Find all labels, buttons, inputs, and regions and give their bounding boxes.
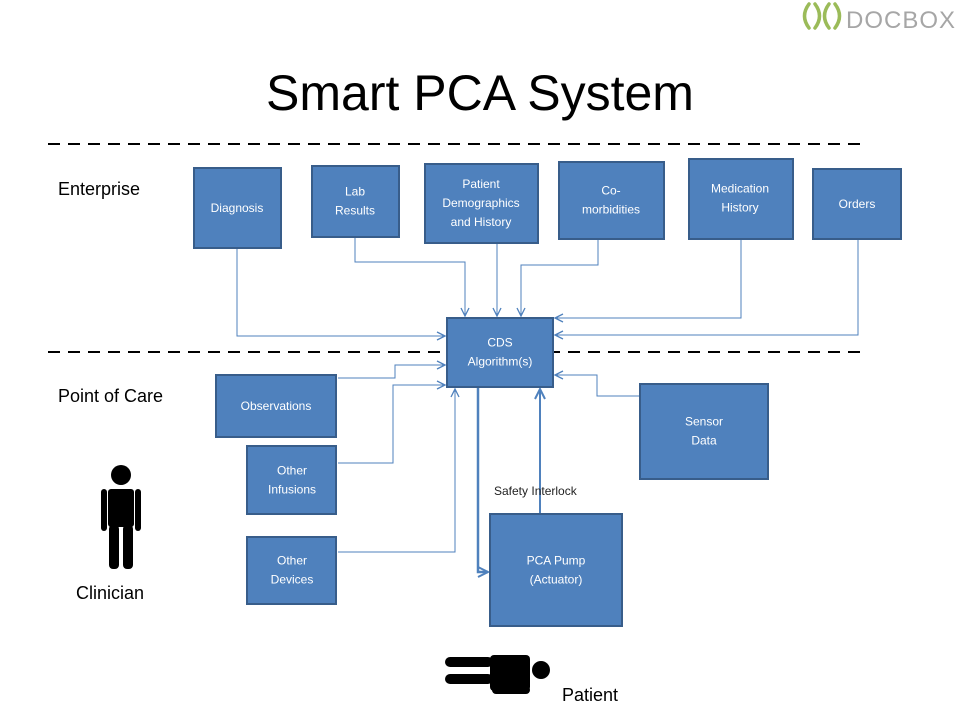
docbox-logo: DOCBOX bbox=[802, 2, 956, 34]
observations-box: Observations bbox=[215, 374, 337, 438]
patient-arm bbox=[492, 686, 530, 694]
pca-pump-label-line: PCA Pump bbox=[527, 554, 586, 568]
clinician-torso bbox=[108, 489, 134, 527]
sensor-data-label-line: Data bbox=[691, 434, 717, 448]
sensor-data-to-cds-connector bbox=[555, 375, 640, 397]
medication-history-label-line: Medication bbox=[711, 182, 769, 196]
comorbidities-to-cds-connector bbox=[521, 240, 599, 316]
patient-label: Patient bbox=[562, 685, 618, 705]
clinician-right-leg bbox=[123, 525, 133, 569]
point-of-care-label: Point of Care bbox=[58, 386, 163, 406]
other-devices-label-line: Other bbox=[277, 554, 307, 568]
connectors bbox=[236, 238, 859, 572]
patient-demographics-label-line: and History bbox=[451, 215, 512, 229]
observations-label-line: Observations bbox=[241, 399, 312, 413]
pca-pump-label-line: (Actuator) bbox=[530, 573, 583, 587]
observations-to-cds-connector bbox=[338, 365, 445, 379]
docbox-logo-icon bbox=[802, 2, 842, 30]
cds-to-pca-pump-connector bbox=[476, 388, 488, 572]
sensor-data-label-line: Sensor bbox=[685, 415, 723, 429]
clinician-left-arm bbox=[101, 489, 107, 531]
cds-label-line: CDS bbox=[487, 336, 512, 350]
page-title: Smart PCA System bbox=[266, 65, 694, 121]
other-devices-label-line: Devices bbox=[271, 573, 314, 587]
cds-label-line: Algorithm(s) bbox=[468, 355, 533, 369]
lab-results-to-cds-connector bbox=[354, 238, 465, 316]
patient-legs-top bbox=[445, 657, 493, 667]
clinician-figure bbox=[101, 465, 141, 569]
clinician-label: Clinician bbox=[76, 583, 144, 603]
patient-demographics-label-line: Patient bbox=[462, 177, 500, 191]
diagnosis-to-cds-connector bbox=[236, 248, 445, 336]
other-infusions-label-line: Other bbox=[277, 464, 307, 478]
lab-results-label-line: Results bbox=[335, 204, 375, 218]
patient-demographics-label-line: Demographics bbox=[442, 196, 519, 210]
other-infusions-to-cds-connector bbox=[338, 385, 445, 464]
safety-interlock-label: Safety Interlock bbox=[494, 484, 578, 498]
medication-history-to-cds-connector bbox=[555, 240, 742, 318]
pca-pump-box: PCA Pump (Actuator) bbox=[489, 513, 623, 627]
clinician-right-arm bbox=[135, 489, 141, 531]
docbox-logo-text: DOCBOX bbox=[846, 7, 956, 34]
other-devices-to-cds-connector bbox=[338, 389, 455, 553]
clinician-head bbox=[111, 465, 131, 485]
patient-figure bbox=[445, 655, 550, 694]
clinician-left-leg bbox=[109, 525, 119, 569]
enterprise-label: Enterprise bbox=[58, 179, 140, 199]
orders-to-cds-connector bbox=[555, 240, 859, 335]
orders-box: Orders bbox=[812, 168, 902, 240]
cds-algorithm-box: CDS Algorithm(s) bbox=[446, 317, 554, 388]
patient-legs-bottom bbox=[445, 674, 493, 684]
other-infusions-label-line: Infusions bbox=[268, 483, 316, 497]
patient-torso bbox=[490, 655, 530, 691]
diagnosis-label-line: Diagnosis bbox=[211, 201, 264, 215]
comorbidities-label-line: Co- bbox=[601, 184, 620, 198]
diagnosis-box: Diagnosis bbox=[193, 167, 282, 249]
comorbidities-label-line: morbidities bbox=[582, 203, 640, 217]
comorbidities-box: Co-morbidities bbox=[558, 161, 665, 240]
patient-head bbox=[532, 661, 550, 679]
medication-history-label-line: History bbox=[721, 201, 758, 215]
lab-results-label-line: Lab bbox=[345, 185, 365, 199]
orders-label-line: Orders bbox=[839, 197, 876, 211]
